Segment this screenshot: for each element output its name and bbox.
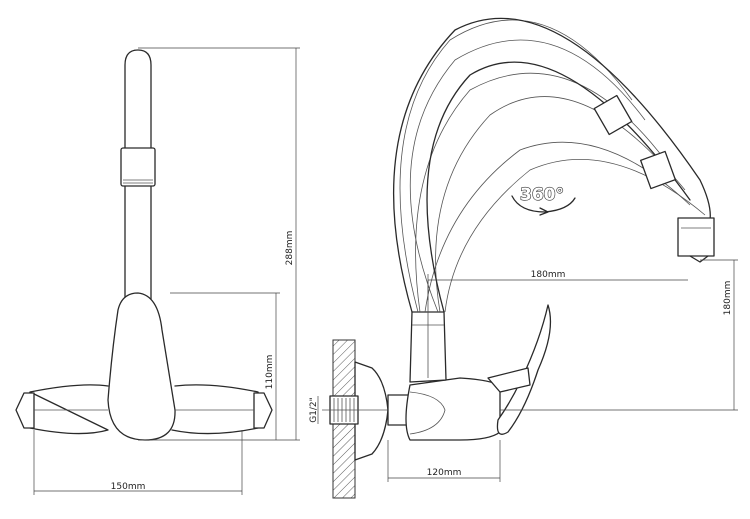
thread-size-label: G1/2" — [309, 397, 319, 423]
dim-180-height-label: 180mm — [723, 281, 733, 316]
dim-120-label: 120mm — [427, 468, 462, 478]
dim-288-label: 288mm — [285, 231, 295, 266]
front-swivel-ring — [120, 147, 156, 187]
front-left-nut — [15, 392, 35, 429]
wall-flange — [354, 361, 389, 461]
side-mixer-body — [405, 377, 501, 441]
side-handle-cap — [487, 367, 531, 393]
aerator-3 — [677, 217, 715, 257]
side-view: G1/2" — [309, 17, 738, 499]
dim-180-reach-label: 180mm — [531, 270, 566, 280]
front-lever-handle — [107, 292, 176, 441]
aerator-2 — [640, 150, 676, 190]
dim-110-label: 110mm — [265, 355, 275, 390]
front-right-nut — [253, 392, 273, 429]
front-view: 288mm 110mm 150mm — [15, 47, 300, 495]
rotation-360-badge: 360° — [511, 184, 576, 216]
front-spout-tube — [124, 49, 152, 301]
rotation-360-label: 360° — [520, 185, 564, 205]
dim-150-label: 150mm — [111, 482, 146, 492]
aerator-1 — [593, 94, 633, 136]
